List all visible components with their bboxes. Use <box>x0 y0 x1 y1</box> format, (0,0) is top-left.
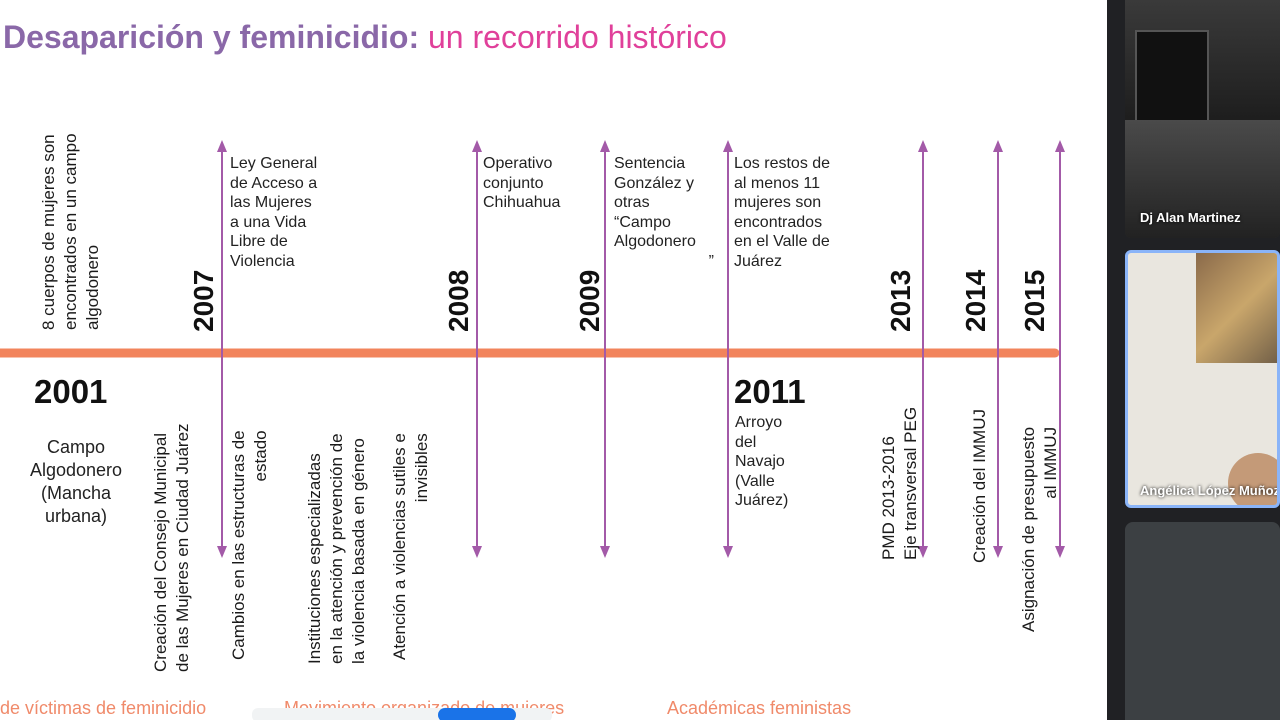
slide-title-bold: Desaparición y feminicidio: <box>3 19 420 55</box>
year-2011: 2011 <box>734 373 806 410</box>
share-button[interactable] <box>438 708 516 720</box>
immuj-text: Creación del IMMUJ <box>970 409 989 563</box>
participant-tile-empty <box>1125 522 1280 720</box>
year-2008: 2008 <box>443 269 474 332</box>
cambios-estructuras-text: Cambios en las estructuras de estado <box>229 430 270 660</box>
participant-tile-2[interactable]: Angélica López Muñoz <box>1125 250 1280 508</box>
year-2007: 2007 <box>188 269 219 332</box>
pmd-text: PMD 2013-2016 Eje transversal PEG <box>879 406 920 560</box>
camera-background-floor <box>1125 120 1280 238</box>
participant-name: Angélica López Muñoz <box>1140 483 1280 498</box>
timeline-graphic <box>0 140 1065 558</box>
campo-algodonero-label: Campo Algodonero (Mancha urbana) <box>29 437 123 526</box>
consejo-municipal-text: Creación del Consejo Municipal de las Mu… <box>151 423 192 672</box>
participant-tile-1[interactable]: Dj Alan Martinez <box>1125 0 1280 238</box>
presupuesto-text: Asignación de presupuesto al IMMUJ <box>1019 426 1060 632</box>
year-2015: 2015 <box>1019 269 1050 332</box>
year-2001: 2001 <box>34 373 108 410</box>
event-restos: Los restos de al menos 11 mujeres son en… <box>734 155 831 270</box>
year-2014: 2014 <box>960 269 991 332</box>
event-sentencia: Sentencia González y otras “Campo Algodo… <box>614 155 714 270</box>
instituciones-text: Instituciones especializadas en la atenc… <box>305 433 368 664</box>
slide-title: Desaparición y feminicidio: un recorrido… <box>3 17 727 57</box>
presentation-slide: Desaparición y feminicidio: un recorrido… <box>0 0 1107 720</box>
year-2013: 2013 <box>885 269 916 332</box>
slide-title-rest: un recorrido histórico <box>419 19 727 55</box>
wall-painting <box>1196 253 1277 363</box>
atencion-violencias-text: Atención a violencias sutiles e invisibl… <box>390 433 431 660</box>
participant-name: Dj Alan Martinez <box>1140 210 1241 225</box>
campo-algodonero-note: 8 cuerpos de mujeres son encontrados en … <box>39 133 102 330</box>
event-ley-general: Ley General de Acceso a las Mujeres a un… <box>230 155 318 270</box>
event-operativo: Operativo conjunto Chihuahua <box>483 155 561 212</box>
year-2009: 2009 <box>574 269 605 332</box>
label-academicas: Académicas feministas <box>667 698 852 718</box>
arroyo-navajo-label: Arroyo del Navajo (Valle Juárez) <box>735 414 789 510</box>
label-victimas: de víctimas de feminicidio <box>0 698 207 718</box>
participant-hand <box>1228 453 1277 505</box>
